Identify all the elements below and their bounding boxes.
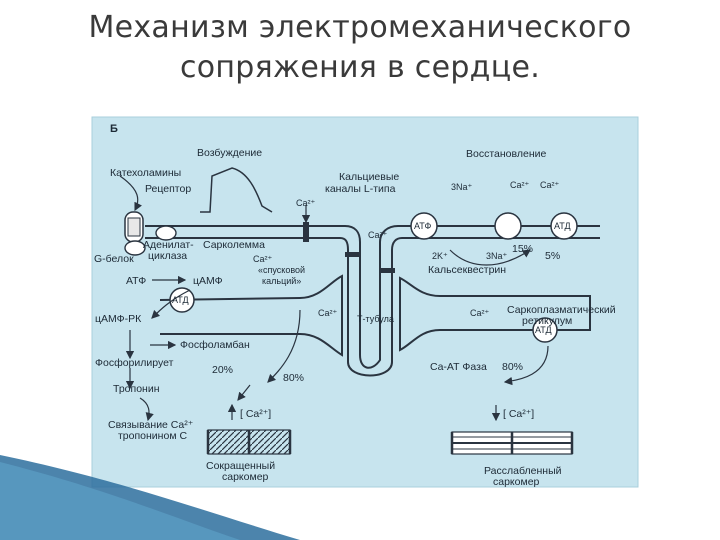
- label-relaxed-1: Расслабленный: [484, 465, 562, 477]
- label-k-ion: 2K⁺: [432, 251, 448, 261]
- exchanger: [494, 212, 522, 240]
- label-atd-pump-right: АТД: [554, 221, 571, 231]
- adenylate-cyclase: [155, 225, 177, 241]
- channel-t-left: [345, 252, 361, 257]
- label-pct-5: 5%: [545, 250, 560, 262]
- arrow-troponin-binding: [139, 397, 154, 422]
- label-atf-pump-left: АТФ: [414, 221, 431, 231]
- sarcolemma-membrane-top: [145, 225, 600, 369]
- label-ca-channel: Ca²⁺: [296, 198, 316, 208]
- pump-atd: [550, 212, 578, 240]
- label-ca-sarcolemma: Ca²⁺: [253, 254, 273, 264]
- channel-t-right: [379, 268, 395, 273]
- label-trigger-1: «спусковой: [258, 265, 305, 275]
- arrow-recovery: [449, 249, 531, 266]
- label-calcium-channels-2: каналы L-типа: [325, 183, 396, 195]
- label-atf: АТФ: [126, 275, 146, 287]
- arrow-ca-reuptake: [503, 345, 549, 386]
- relaxed-sarcomere: [450, 431, 574, 455]
- contracted-sarcomere: [206, 429, 292, 455]
- label-ca-top-2: Ca²⁺: [540, 180, 560, 190]
- sr-left: [159, 274, 343, 357]
- label-ca-sr-left: Ca²⁺: [318, 308, 338, 318]
- label-atd-left: АТД: [172, 295, 189, 305]
- decorative-swoosh-light: [0, 462, 240, 540]
- label-troponin: Тропонин: [113, 383, 160, 395]
- label-camp-pk: цАМФ-РК: [95, 313, 142, 325]
- label-ca-up: [ Ca²⁺]: [240, 408, 271, 420]
- label-camp: цАМФ: [193, 275, 223, 287]
- label-pct-80-left: 80%: [283, 372, 304, 384]
- label-binding-1: Связывание Ca²⁺: [108, 419, 194, 431]
- label-catecholamines: Катехоламины: [110, 167, 181, 179]
- label-atd-sr-right: АТД: [535, 325, 552, 335]
- panel-letter: Б: [110, 123, 118, 135]
- arrow-ca-contract: [237, 384, 251, 401]
- label-phospholamban: Фосфоламбан: [180, 339, 250, 351]
- receptor: [124, 211, 144, 243]
- label-pct-80-right: 80%: [502, 361, 523, 373]
- slide-title-line-1: Механизм электромеханического: [88, 10, 632, 45]
- label-g-protein: G-белок: [94, 253, 134, 265]
- action-potential-curve: [200, 167, 273, 213]
- sarcolemma-membrane-bottom: [145, 237, 600, 377]
- label-ca-t-tubule: Ca²⁺: [368, 230, 388, 240]
- label-sarcolemma: Сарколемма: [203, 239, 265, 251]
- pump-atf: [410, 212, 438, 240]
- label-adenylate-2: циклаза: [148, 250, 187, 262]
- arrow-camp-pk: [151, 289, 191, 319]
- atd-pump-sr-left: [169, 287, 195, 313]
- g-protein: [124, 240, 146, 256]
- label-na-top: 3Na⁺: [451, 182, 473, 192]
- label-adenylate-1: Аденилат-: [143, 239, 194, 251]
- label-contracted-2: саркомер: [222, 471, 269, 483]
- arrow-catecholamines: [119, 175, 142, 212]
- label-sr-2: ретикулум: [522, 315, 572, 327]
- label-recovery: Восстановление: [466, 148, 546, 160]
- label-trigger-2: кальций»: [262, 276, 301, 286]
- slide-title: Механизм электромеханического сопряжения…: [0, 8, 720, 88]
- arrow-ca-release: [267, 309, 301, 383]
- label-contracted-1: Сокращенный: [206, 460, 275, 472]
- label-calsequestrin: Кальсеквестрин: [428, 264, 506, 276]
- label-binding-2: тропонином C: [118, 430, 187, 442]
- label-t-tubule: Т-тубула: [357, 314, 394, 324]
- label-ca-sr-right: Ca²⁺: [470, 308, 490, 318]
- label-pct-20: 20%: [212, 364, 233, 376]
- label-pct-15: 15%: [512, 243, 533, 255]
- label-excitation: Возбуждение: [197, 147, 262, 159]
- label-relaxed-2: саркомер: [493, 476, 540, 488]
- l-type-channel: [303, 222, 309, 242]
- label-ca-atf-phase: Ca-АТ Фаза: [430, 361, 487, 373]
- atd-pump-sr-right: [532, 317, 558, 343]
- label-ca-top-1: Ca²⁺: [510, 180, 530, 190]
- label-sr-1: Саркоплазматический: [507, 304, 616, 316]
- label-receptor: Рецептор: [145, 183, 191, 195]
- sr-right: [399, 276, 591, 352]
- label-phosphorylates: Фосфорилирует: [95, 357, 174, 369]
- label-ca-down: [ Ca²⁺]: [503, 408, 534, 420]
- slide-title-line-2: сопряжения в сердце.: [179, 50, 541, 85]
- label-calcium-channels-1: Кальциевые: [339, 171, 399, 183]
- label-na-bottom: 3Na⁺: [486, 251, 508, 261]
